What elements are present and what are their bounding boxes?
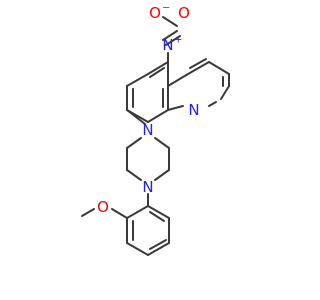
bond-c4a-c4 [167,73,189,87]
bond-c8-c8a-link [147,109,169,123]
bond-c3-c2 [208,61,230,75]
quinoline-n-label: N [188,101,199,119]
bond-pip-6 [154,169,170,181]
bond-c5-c6 [147,61,169,75]
bond-pip-1 [126,137,142,149]
bond-no-right [162,30,178,41]
bond-c1-n [208,101,217,107]
atom-labels: O − N + O N N N O [97,3,200,217]
bond-no-left [162,16,178,27]
bond-ar-4-double [149,239,167,250]
bond-no-right-double [165,35,181,46]
structure-canvas: O − N + O N N N O [81,2,230,256]
bond-c8-npip-main [126,109,146,125]
bond-ar-1 [126,205,149,219]
bond-pip-3 [126,169,142,181]
bond-ar-3 [126,242,149,256]
nitro-o-left-label: O [149,4,161,22]
bond-pip-4 [154,137,170,149]
bond-c6-c7 [126,73,149,87]
bond-c4-c3 [187,61,210,75]
piperazine-n-bottom-label: N [142,178,153,196]
molecule-structure: O − N + O N N N O [81,3,230,256]
bond-c2-n [220,85,230,100]
methoxy-o-label: O [97,198,109,216]
piperazine-n-top-label: N [142,121,153,139]
bond-ar-4 [147,242,170,256]
nitro-n-charge: + [174,35,182,46]
nitro-n-label: N [162,36,173,54]
bond-c4-c3-double [189,58,207,69]
bond-ar-6 [147,205,170,219]
bond-ar-o [111,208,128,219]
bond-o-ch3 [81,208,95,217]
bond-ar-6-double [149,211,165,222]
nitro-o-left-charge: − [162,3,170,14]
bond-n-c8a [167,105,184,111]
bond-c5-c6-double [149,67,165,78]
nitro-o-right-label: O [178,4,190,22]
bonds [81,16,230,256]
